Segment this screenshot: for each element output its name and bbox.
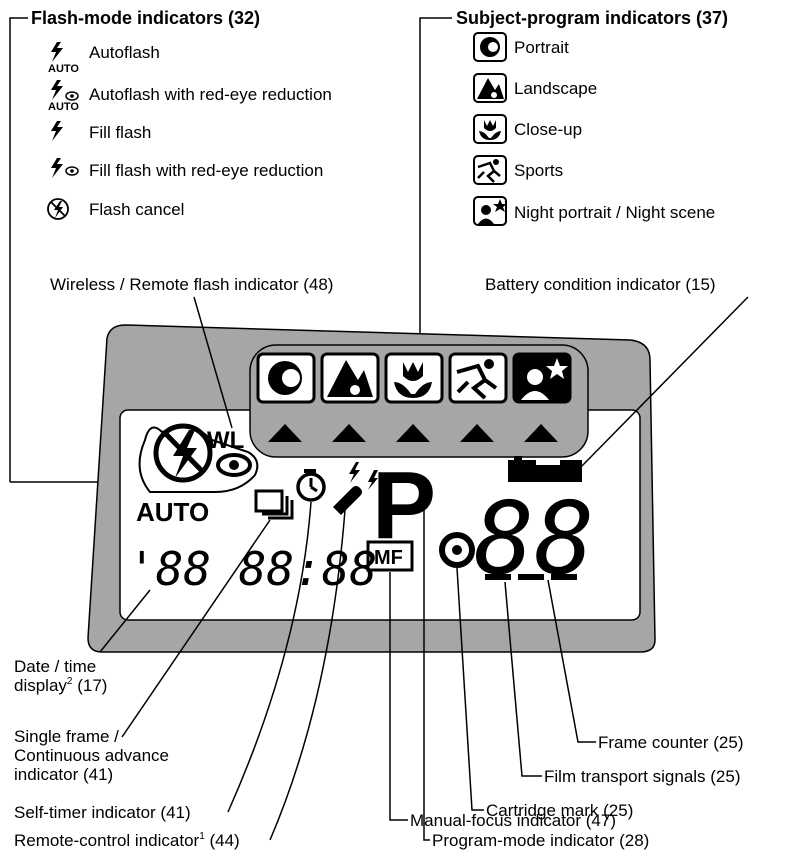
lcd-self-timer-icon — [296, 469, 326, 502]
leader-line — [547, 579, 596, 743]
flash-mode-label-autoflash: Autoflash — [89, 43, 160, 62]
svg-text:AUTO: AUTO — [48, 63, 79, 75]
lcd-drive-mode-icon — [254, 489, 294, 520]
portrait-icon — [473, 32, 507, 62]
callout-advance-line3: indicator (41) — [14, 765, 113, 784]
landscape-icon — [473, 73, 507, 103]
program-pointer-triangle — [524, 424, 558, 442]
flash-mode-label-fill-flash-red-eye: Fill flash with red-eye reduction — [89, 161, 323, 180]
autoflash-icon: AUTO — [48, 42, 79, 75]
leader-line — [269, 509, 346, 841]
callout-wireless: Wireless / Remote flash indicator (48) — [50, 275, 333, 294]
film-transport-bar — [485, 574, 511, 580]
leader-line — [504, 581, 542, 777]
program-pointer-triangle — [460, 424, 494, 442]
lcd-auto-indicator: AUTO — [136, 497, 209, 527]
leader-line — [121, 519, 271, 738]
night-portrait-icon — [473, 196, 507, 226]
subject-program-label-portrait: Portrait — [514, 38, 569, 57]
callout-battery: Battery condition indicator (15) — [485, 275, 716, 294]
leader-line — [99, 589, 151, 653]
lcd-wl-indicator: WL — [207, 427, 244, 454]
autoflash-red-eye-icon: AUTO — [48, 80, 79, 113]
film-transport-bar — [551, 574, 577, 580]
flash-mode-label-autoflash-red-eye: Autoflash with red-eye reduction — [89, 85, 332, 104]
close-up-icon — [473, 114, 507, 144]
lcd-panel: WL AUTO P MF '88 88:88 — [87, 324, 656, 653]
program-pointer-triangle — [332, 424, 366, 442]
callout-frame-counter: Frame counter (25) — [598, 733, 744, 752]
lcd-mf-box — [366, 540, 414, 572]
subject-program-label-night: Night portrait / Night scene — [514, 203, 715, 222]
sports-icon — [473, 155, 507, 185]
callout-date-line2: display2 (17) — [14, 676, 107, 695]
callout-advance-line2: Continuous advance — [14, 746, 169, 765]
lcd-cartridge-mark — [439, 532, 475, 568]
flash-cancel-icon — [47, 198, 69, 220]
subject-program-section: Subject-program indicators (37) Portrait… — [419, 8, 728, 345]
fill-flash-icon — [51, 121, 63, 141]
program-pointer-triangle — [268, 424, 302, 442]
lcd-program-icon-portrait — [256, 352, 316, 404]
callout-date-line1: Date / time — [14, 657, 96, 676]
lcd-mf-indicator: MF — [374, 547, 403, 569]
leader-line — [389, 572, 408, 821]
leader-line — [227, 501, 312, 813]
flash-mode-label-flash-cancel: Flash cancel — [89, 200, 184, 219]
film-transport-bar — [518, 574, 544, 580]
callout-film-transport: Film transport signals (25) — [544, 767, 741, 786]
leader-line — [577, 296, 749, 471]
flash-mode-section: Flash-mode indicators (32) AUTO Autoflas… — [9, 8, 332, 483]
lcd-flash-ready-icon — [368, 470, 378, 490]
lcd-program-triangles — [268, 424, 558, 442]
fill-flash-red-eye-icon — [51, 158, 79, 178]
svg-text:AUTO: AUTO — [48, 101, 79, 113]
lcd-film-transport-bars — [485, 574, 577, 580]
callout-manual-focus: Manual-focus indicator (47) — [410, 811, 616, 830]
subject-program-label-close-up: Close-up — [514, 120, 582, 139]
lcd-program-icon-close-up — [384, 352, 444, 404]
lcd-remote-control-icon — [333, 462, 362, 515]
lcd-date-time-digits: '88 88:88 — [128, 542, 377, 596]
subject-program-label-landscape: Landscape — [514, 79, 597, 98]
leader-line — [423, 505, 430, 841]
flash-mode-header: Flash-mode indicators (32) — [31, 8, 260, 28]
lcd-flash-cancel-icon — [153, 423, 213, 483]
callout-cartridge: Cartridge mark (25) — [486, 801, 633, 820]
program-pointer-triangle — [396, 424, 430, 442]
lcd-battery-icon — [508, 456, 582, 482]
lcd-program-icon-night — [512, 352, 572, 404]
subject-program-label-sports: Sports — [514, 161, 563, 180]
callouts: Wireless / Remote flash indicator (48) B… — [14, 275, 749, 850]
lcd-red-eye-icon — [216, 453, 252, 477]
lcd-program-icon-sports — [448, 352, 508, 404]
leader-line — [456, 567, 484, 811]
callout-self-timer: Self-timer indicator (41) — [14, 803, 191, 822]
callout-program-mode: Program-mode indicator (28) — [432, 831, 649, 850]
callout-advance-line1: Single frame / — [14, 727, 119, 746]
callout-remote: Remote-control indicator1 (44) — [14, 831, 240, 850]
subject-program-header: Subject-program indicators (37) — [456, 8, 728, 28]
leader-line — [193, 296, 233, 429]
flash-mode-label-fill-flash: Fill flash — [89, 123, 151, 142]
lcd-program-icon-landscape — [320, 352, 380, 404]
